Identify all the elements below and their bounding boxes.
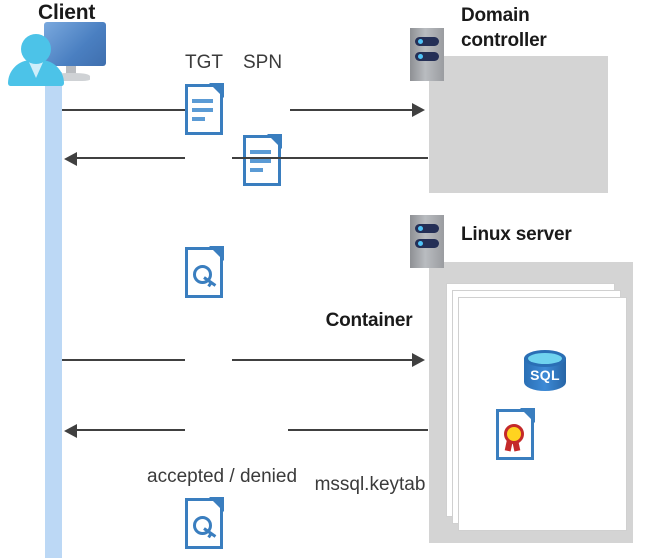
domain-controller-title-line2: controller [461, 30, 547, 51]
key-document-icon [185, 497, 224, 549]
client-lifeline [45, 72, 62, 558]
container-title-text: Container [325, 310, 413, 331]
person-head [21, 34, 51, 64]
person-collar [28, 60, 44, 78]
domain-controller-title-line1: Domain [461, 5, 530, 26]
sql-database-label: SQL [530, 367, 560, 383]
accepted-denied-label: accepted / denied [147, 466, 298, 487]
flow-2-line-right [232, 157, 428, 159]
monitor-neck [66, 66, 76, 75]
tgt-label: TGT [185, 52, 223, 73]
page-title-container: Container [0, 310, 660, 332]
flow-4-line-left [77, 429, 185, 431]
client-user-monitor-icon [8, 22, 108, 86]
certificate-document-icon [496, 408, 535, 460]
flow-3-line-left [62, 359, 185, 361]
page-title-domain-controller: Domain controller [461, 3, 611, 53]
flow-3-arrowhead [412, 353, 425, 367]
monitor-screen [44, 22, 106, 66]
page-title-client: Client [38, 1, 96, 24]
flow-1-arrowhead [412, 103, 425, 117]
text-document-icon [243, 134, 282, 186]
server-rack-icon [410, 215, 444, 268]
spn-label: SPN [243, 52, 283, 73]
flow-1-line-left [62, 109, 185, 111]
monitor-base [52, 73, 90, 81]
page-title-linux-server: Linux server [461, 224, 572, 245]
flow-2-line-left [77, 157, 185, 159]
text-document-icon [185, 83, 224, 135]
flow-3-line-right [232, 359, 412, 361]
keytab-file-label-text: mssql.keytab [314, 474, 426, 495]
flow-1-line-right [290, 109, 412, 111]
server-rack-icon [410, 28, 444, 81]
key-document-icon [185, 246, 224, 298]
flow-4-line-right [288, 429, 428, 431]
keytab-file-label: mssql.keytab [0, 474, 660, 496]
sql-database-icon: SQL [524, 350, 566, 396]
flow-4-arrowhead [64, 424, 77, 438]
flow-2-arrowhead [64, 152, 77, 166]
domain-controller-panel [429, 56, 608, 193]
container-card-front [458, 297, 627, 531]
